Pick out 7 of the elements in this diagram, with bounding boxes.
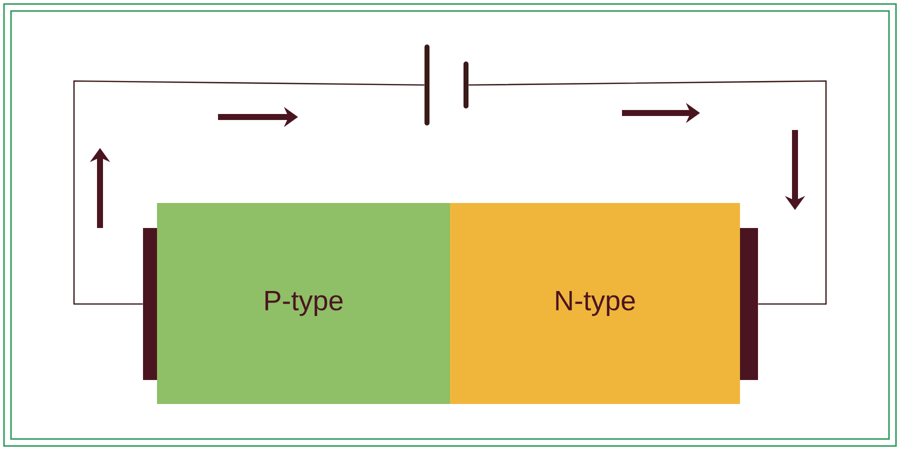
region-box: P-type [157, 203, 450, 404]
electrode-bar [143, 228, 157, 380]
wire [73, 80, 424, 305]
region-box: N-type [450, 203, 740, 404]
electrode-bar [740, 228, 758, 380]
battery-symbol [424, 44, 468, 126]
wire [468, 80, 827, 305]
